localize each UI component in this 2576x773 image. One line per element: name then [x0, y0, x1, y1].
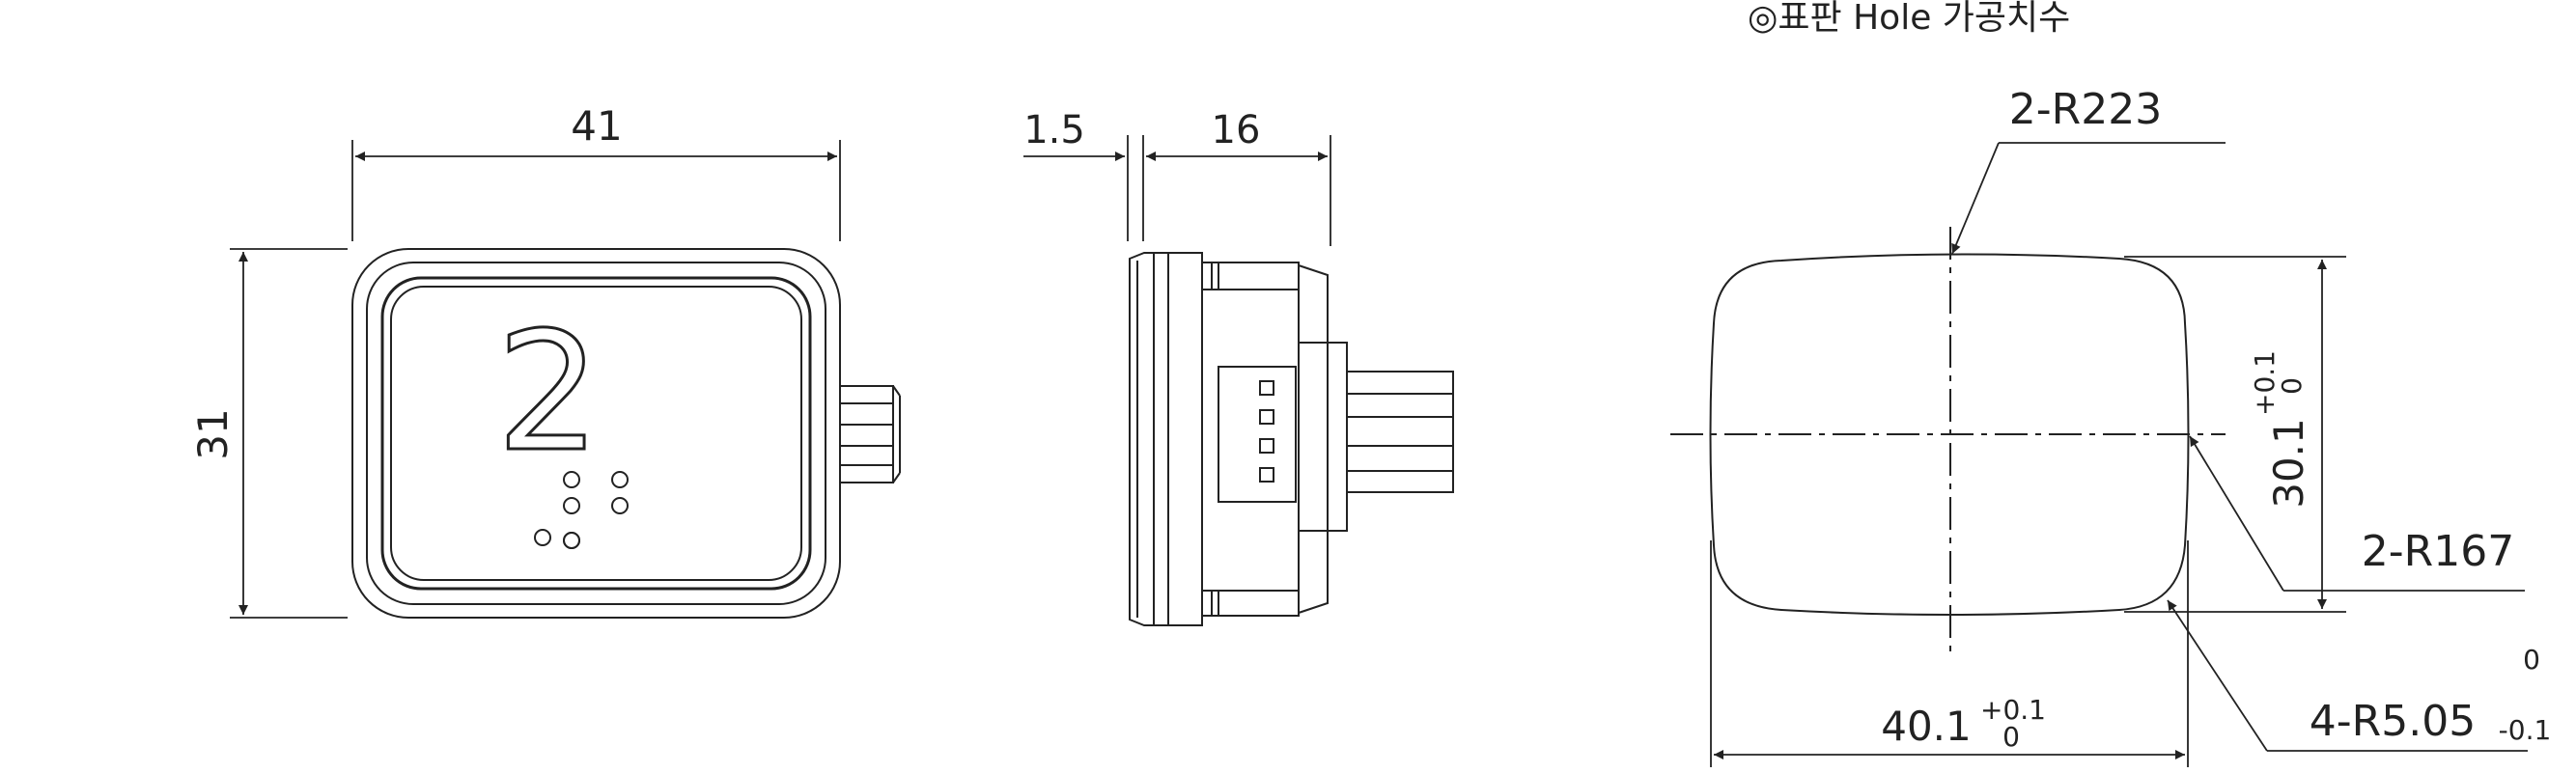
- side-depth-label: 16: [1212, 108, 1261, 152]
- hole-dimensions: [1710, 142, 2528, 767]
- hole-height-label: 30.1: [2265, 418, 2312, 509]
- button-face-inner: [390, 286, 802, 581]
- hole-height-tol-lower: 0: [2276, 377, 2308, 395]
- braille-dots: [534, 471, 629, 549]
- top-radius-label: 2-R223: [2009, 85, 2162, 134]
- hole-width-tol-upper: +0.1: [1980, 694, 2046, 726]
- side-thickness-label: 1.5: [1023, 108, 1085, 152]
- drawing-title: ◎표판 Hole 가공치수: [1748, 0, 2070, 38]
- corner-tol-upper: 0: [2523, 644, 2540, 676]
- front-dimensions: [230, 140, 841, 619]
- hole-outline: [1709, 253, 2190, 616]
- side-dimensions: [1023, 135, 1331, 246]
- corner-tol-lower: -0.1: [2499, 714, 2552, 746]
- hole-width-label: 40.1: [1881, 703, 1972, 750]
- side-radius-label: 2-R167: [2362, 527, 2514, 576]
- hole-height-tol-upper: +0.1: [2249, 350, 2281, 416]
- front-view: [351, 248, 901, 619]
- bezel-inner: [366, 262, 826, 605]
- front-height-label: 31: [189, 408, 237, 459]
- front-width-label: 41: [571, 102, 622, 150]
- corner-radius-label: 4-R5.05: [2310, 697, 2476, 746]
- side-view: [1129, 252, 1454, 626]
- button-face-outer: [380, 276, 812, 591]
- hole-view: [1670, 227, 2226, 656]
- button-number: 2: [496, 297, 601, 488]
- front-connector: [839, 385, 901, 483]
- hole-width-tol-lower: 0: [2002, 721, 2020, 753]
